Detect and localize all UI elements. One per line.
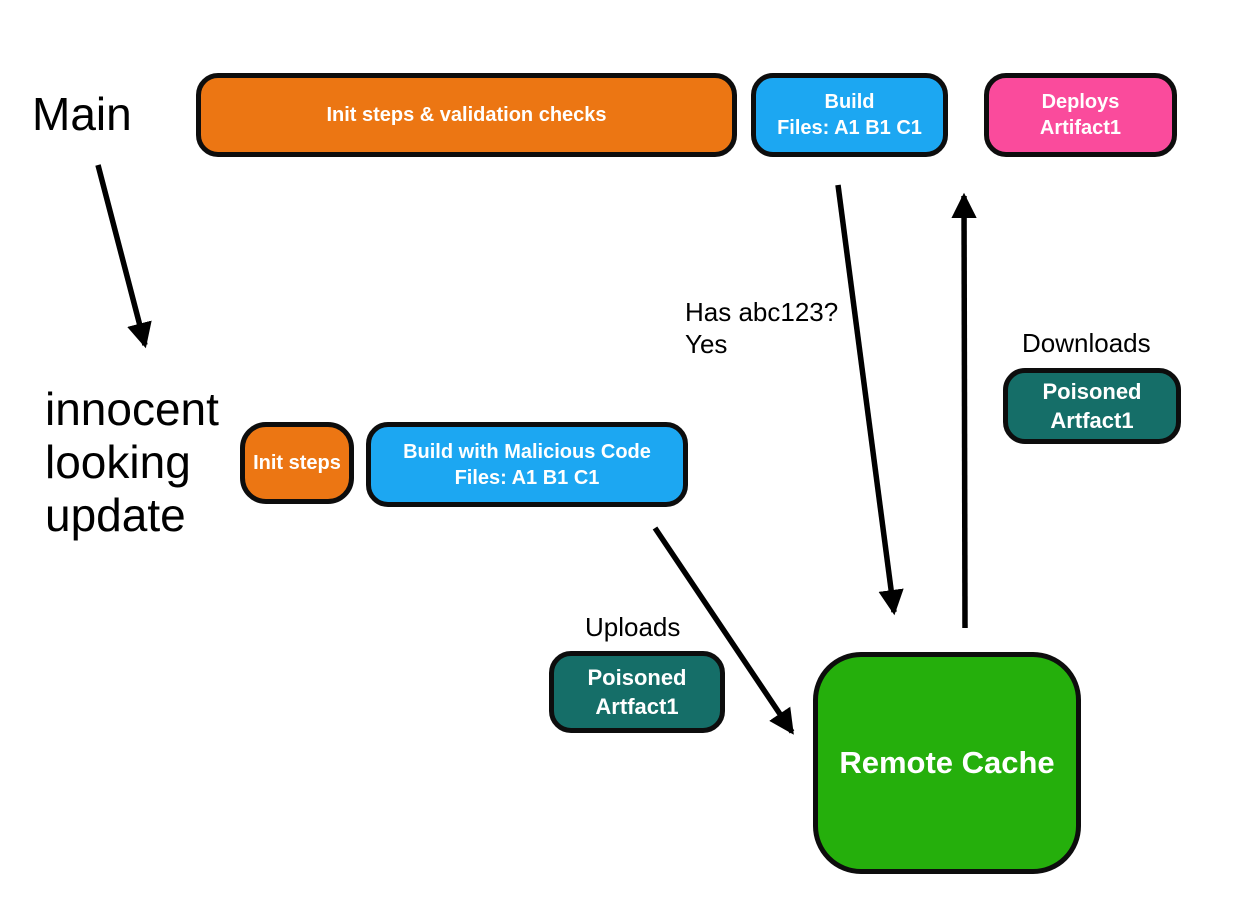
node-init-steps-label: Init steps xyxy=(253,452,341,474)
uploads-annotation: Uploads xyxy=(585,612,681,642)
node-poisoned-upload-line1: Poisoned xyxy=(587,665,687,690)
has-hash-question: Has abc123? xyxy=(685,297,839,327)
node-init-validation-label: Init steps & validation checks xyxy=(326,104,607,126)
update-branch-label: innocent looking update xyxy=(45,383,219,542)
update-branch-label-line3: update xyxy=(45,489,186,541)
update-branch-label-line2: looking xyxy=(45,436,191,488)
node-build-malicious-line1: Build with Malicious Code xyxy=(403,440,651,463)
node-poisoned-download-line1: Poisoned xyxy=(1042,379,1142,404)
node-init-steps: Init steps xyxy=(240,422,354,504)
node-deploys-line1: Deploys xyxy=(1041,91,1120,113)
main-branch-label: Main xyxy=(32,88,132,140)
arrow-main-to-update xyxy=(95,164,152,349)
node-remote-cache: Remote Cache xyxy=(813,652,1081,874)
node-build: Build Files: A1 B1 C1 xyxy=(751,73,948,157)
update-branch-label-line1: innocent xyxy=(45,383,219,435)
node-build-line2: Files: A1 B1 C1 xyxy=(777,117,922,139)
node-poisoned-artifact-download: Poisoned Artfact1 xyxy=(1003,368,1181,444)
downloads-annotation: Downloads xyxy=(1022,328,1151,358)
node-poisoned-download-line2: Artfact1 xyxy=(1050,408,1134,433)
node-remote-cache-label: Remote Cache xyxy=(839,745,1055,780)
node-build-line1: Build xyxy=(824,91,875,113)
node-build-malicious: Build with Malicious Code Files: A1 B1 C… xyxy=(366,422,688,507)
node-poisoned-artifact-upload: Poisoned Artfact1 xyxy=(549,651,725,733)
node-build-malicious-line2: Files: A1 B1 C1 xyxy=(454,466,600,489)
node-poisoned-upload-line2: Artfact1 xyxy=(595,694,679,719)
arrow-cache-to-deploy xyxy=(951,192,977,629)
has-hash-annotation: Has abc123? Yes xyxy=(685,296,838,360)
node-init-validation: Init steps & validation checks xyxy=(196,73,737,157)
arrow-build-to-cache xyxy=(835,184,904,616)
node-deploys-line2: Artifact1 xyxy=(1039,117,1122,139)
has-hash-answer: Yes xyxy=(685,329,728,359)
node-deploys-artifact: Deploys Artifact1 xyxy=(984,73,1177,157)
